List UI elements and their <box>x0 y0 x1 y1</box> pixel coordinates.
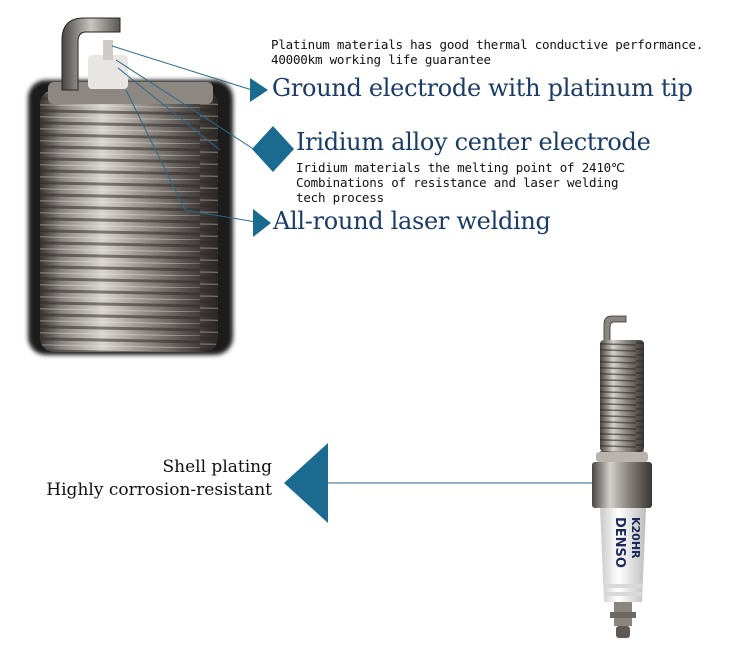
iridium-note-line3: tech process <box>296 190 384 205</box>
iridium-electrode-heading: Iridium alloy center electrode <box>296 128 651 156</box>
triangle-left-icon <box>284 443 328 523</box>
iridium-note-line1: Iridium materials the melting point of 2… <box>296 160 625 175</box>
platinum-tip-heading: Ground electrode with platinum tip <box>272 74 693 102</box>
platinum-note-line1: Platinum materials has good thermal cond… <box>271 37 704 52</box>
diamond-icon <box>252 126 294 172</box>
platinum-note-line2: 40000km working life guarantee <box>271 52 491 67</box>
brand-print: DENSO <box>612 517 627 568</box>
arrow-right-icon <box>250 78 268 102</box>
shell-plating-heading: Shell plating <box>162 457 273 477</box>
laser-welding-heading: All-round laser welding <box>273 207 551 235</box>
iridium-note-line2: Combinations of resistance and laser wel… <box>296 175 619 190</box>
shell-plating-note: Highly corrosion-resistant <box>46 480 272 500</box>
model-print: K20HR <box>629 517 642 559</box>
spark-plug-product-photo: DENSO K20HR <box>576 312 676 642</box>
electrode-closeup-photo <box>0 0 240 360</box>
arrow-right-icon <box>253 209 271 237</box>
